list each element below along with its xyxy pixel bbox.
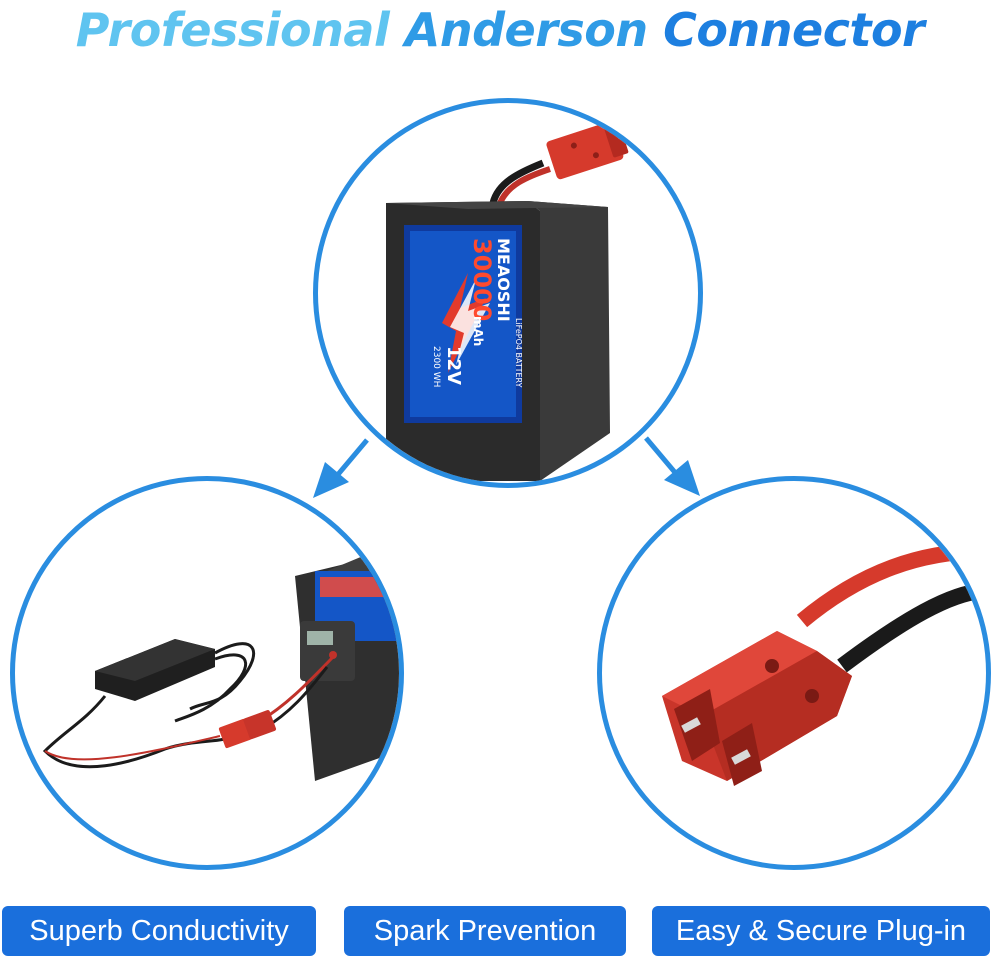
charger-illustration <box>42 541 399 781</box>
headline: Professional Anderson Connector <box>0 0 1000 60</box>
battery-capacity-unit: mAh <box>471 316 485 346</box>
connector-illustration <box>662 543 986 786</box>
connector-circle <box>597 476 991 870</box>
battery-voltage: 12V <box>443 346 464 385</box>
battery-type: LiFePO4 BATTERY <box>514 318 523 388</box>
headline-word-professional: Professional <box>75 3 390 57</box>
arrow-left-icon <box>313 438 369 498</box>
battery-brand: MEAOSHI <box>494 238 513 322</box>
battery-illustration: MEAOSHI 30000 mAh 12V 2300 WH LiFePO4 BA… <box>386 121 629 481</box>
headline-word-connector: Connector <box>663 3 925 57</box>
charger-circle <box>10 476 404 870</box>
battery-circle: MEAOSHI 30000 mAh 12V 2300 WH LiFePO4 BA… <box>313 98 703 488</box>
headline-word-anderson: Anderson <box>404 3 648 57</box>
feature-badge-spark-prevention: Spark Prevention <box>344 906 626 956</box>
feature-badge-plug-in: Easy & Secure Plug-in <box>652 906 990 956</box>
battery-capacity: 30000 <box>468 238 496 322</box>
anderson-connector-top <box>546 121 629 180</box>
feature-badge-conductivity: Superb Conductivity <box>2 906 316 956</box>
anderson-connector-pair <box>218 710 277 749</box>
battery-energy: 2300 WH <box>431 346 441 387</box>
arrow-right-icon <box>644 436 700 496</box>
